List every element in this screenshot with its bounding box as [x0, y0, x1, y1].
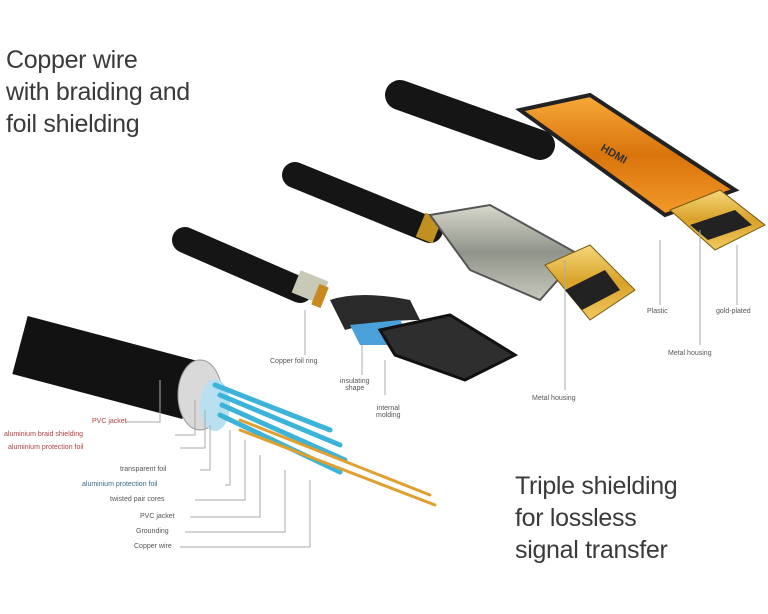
label-metal-housing-2: Metal housing [668, 350, 712, 357]
label-line: insulating [340, 378, 370, 385]
headline-line: signal transfer [515, 536, 668, 564]
label-pvc-jacket: PVC jacket [92, 418, 127, 425]
label-line: internal [376, 405, 400, 412]
label-protection-foil: aluminium protection foil [8, 444, 84, 451]
headline-bottom: Triple shielding for lossless signal tra… [515, 470, 678, 566]
headline-line: for lossless [515, 504, 637, 532]
label-plastic: Plastic [647, 308, 668, 315]
label-transparent-foil: transparent foil [120, 466, 167, 473]
headline-line: with braiding and [6, 78, 190, 106]
headline-top: Copper wire with braiding and foil shiel… [6, 44, 190, 140]
label-line: molding [376, 412, 401, 419]
label-braid-shielding: aluminium braid shielding [4, 431, 83, 438]
headline-line: Copper wire [6, 46, 138, 74]
label-grounding: Grounding [136, 528, 169, 535]
label-gold-plated: gold-plated [716, 308, 751, 315]
cable-cross-section [12, 315, 437, 507]
label-internal-molding: internal molding [376, 405, 401, 419]
label-pvc-jacket-inner: PVC jacket [140, 513, 175, 520]
label-line: shape [345, 385, 365, 392]
cable-silver-connector [282, 162, 636, 321]
label-twisted-pair: twisted pair cores [110, 496, 165, 503]
headline-line: Triple shielding [515, 472, 678, 500]
cable-orange-connector: HDMI [385, 80, 766, 251]
leader-lines [125, 230, 738, 548]
label-copper-wire: Copper wire [134, 543, 172, 550]
label-metal-housing: Metal housing [532, 395, 576, 402]
label-aluminium-foil: aluminium protection foil [82, 481, 158, 488]
headline-line: foil shielding [6, 110, 140, 138]
label-copper-foil-ring: Copper foil ring [270, 358, 318, 365]
label-insulating-shape: insulating shape [340, 378, 370, 392]
cable-disassembled [172, 227, 519, 382]
